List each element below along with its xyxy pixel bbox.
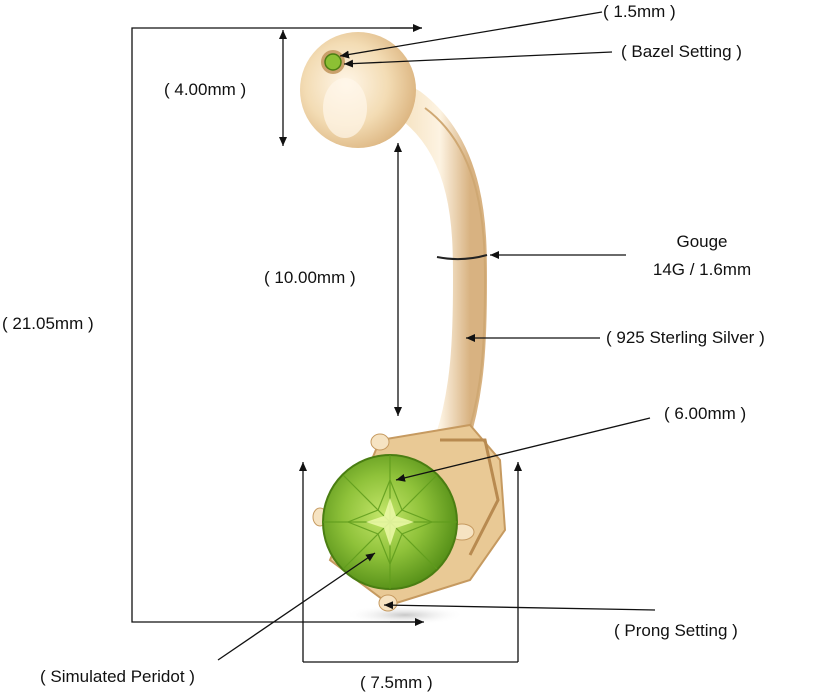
- top-diameter-label: ( 1.5mm ): [603, 2, 676, 21]
- total-dimension-line: [131, 27, 422, 623]
- leader-stone: [217, 552, 376, 661]
- gauge-title-label: Gouge: [676, 232, 728, 251]
- bezel-setting-label: ( Bazel Setting ): [621, 42, 742, 61]
- top-ball-highlight: [323, 78, 367, 138]
- barbell-bar-edge: [424, 107, 487, 441]
- ball-size-label: ( 4.00mm ): [164, 80, 247, 99]
- barbell-bar: [393, 88, 488, 457]
- leader-stone-size: [395, 417, 651, 482]
- prong-setting-label: ( Prong Setting ): [614, 621, 738, 640]
- basket-inner: [440, 438, 500, 556]
- metal-label: ( 925 Sterling Silver ): [606, 328, 765, 347]
- leader-prong: [383, 601, 656, 611]
- prong-bottom: [378, 594, 398, 612]
- gauge-band: [436, 254, 488, 261]
- peridot-star: [366, 498, 414, 546]
- length-label: ( 10.00mm ): [264, 268, 356, 287]
- leader-top-dia: [339, 11, 603, 59]
- stone-label: ( Simulated Peridot ): [40, 667, 195, 686]
- bezel-gem: [324, 53, 342, 71]
- width-label: ( 7.5mm ): [360, 673, 433, 692]
- stone-size-label: ( 6.00mm ): [664, 404, 747, 423]
- stone-shadow: [345, 605, 465, 625]
- gauge-value-label: 14G / 1.6mm: [652, 260, 752, 279]
- prong-top: [370, 433, 390, 451]
- total-length-label: ( 21.05mm ): [2, 314, 94, 333]
- leader-bezel: [343, 51, 613, 68]
